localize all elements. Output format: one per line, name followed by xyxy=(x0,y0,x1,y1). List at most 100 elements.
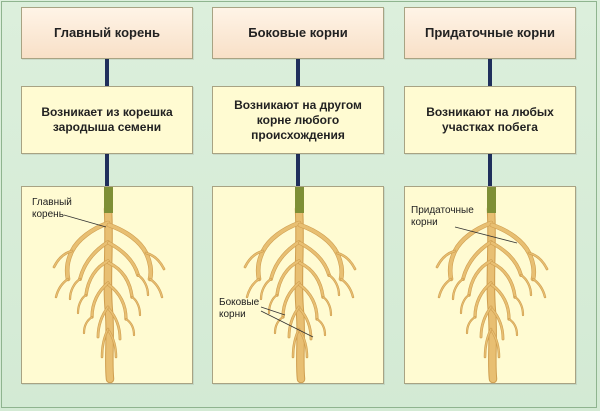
branch-root xyxy=(268,294,278,314)
branch-root xyxy=(528,252,548,270)
description-text: Возникает из корешка зародыша семени xyxy=(41,105,173,134)
branch-root xyxy=(298,241,331,277)
branch-root xyxy=(131,296,141,316)
branch-root xyxy=(322,296,332,316)
connector-line xyxy=(105,154,109,186)
branch-root xyxy=(269,240,301,281)
branch-root xyxy=(508,318,518,336)
main-root xyxy=(487,205,497,383)
branch-root xyxy=(491,330,500,358)
branch-root xyxy=(282,282,300,318)
branch-root-outline xyxy=(107,241,140,277)
stem xyxy=(104,187,113,213)
branch-root xyxy=(452,278,464,300)
branch-root-outline xyxy=(490,241,523,277)
connector-line xyxy=(105,59,109,86)
branch-root xyxy=(108,308,121,340)
branch-root-outline xyxy=(298,241,331,277)
branch-root-outline xyxy=(490,261,517,299)
stem xyxy=(295,187,304,213)
branch-root-outline xyxy=(54,277,70,299)
branch-root xyxy=(244,250,264,268)
branch-root xyxy=(316,318,326,336)
branch-root xyxy=(275,259,301,297)
branch-root xyxy=(246,278,260,298)
branch-root xyxy=(438,278,452,298)
root-system-drawing xyxy=(52,187,166,383)
branch-root xyxy=(491,284,510,320)
description-text: Возникают на любых участках побега xyxy=(426,105,554,134)
connector-line xyxy=(488,59,492,86)
main-root-label: Главный корень xyxy=(32,197,72,220)
branch-root xyxy=(491,308,504,340)
root-illustration: Главный корень xyxy=(21,186,193,384)
branch-root xyxy=(299,284,318,320)
branch-root xyxy=(467,259,493,297)
branch-root xyxy=(436,250,456,268)
branch-root xyxy=(490,261,517,299)
branch-root xyxy=(125,318,135,336)
branch-root xyxy=(97,306,109,338)
branch-root-outline xyxy=(107,261,134,299)
branch-root xyxy=(107,261,134,299)
pointer-line xyxy=(260,306,286,316)
branch-root-outline xyxy=(245,277,261,299)
branch-root xyxy=(274,316,284,334)
connector-line xyxy=(488,154,492,186)
branch-root xyxy=(91,282,109,318)
branch-root-outline xyxy=(531,277,547,299)
branch-root xyxy=(336,252,356,270)
branch-root xyxy=(53,250,73,268)
branch-root xyxy=(260,278,272,300)
column-description: Возникает из корешка зародыша семени xyxy=(21,86,193,154)
root-system-drawing xyxy=(435,187,549,383)
branch-root xyxy=(474,282,492,318)
branch-root xyxy=(520,274,532,296)
branch-root-outline xyxy=(437,277,453,299)
lateral-roots-label: Боковые корни xyxy=(219,297,260,320)
pointer-line xyxy=(63,214,107,228)
connector-line xyxy=(296,59,300,86)
stem xyxy=(487,187,496,213)
branch-root xyxy=(292,328,300,358)
connector-line xyxy=(296,154,300,186)
column-main-root: Главный корень Возникает из корешка заро… xyxy=(21,0,193,411)
branch-root xyxy=(532,278,546,298)
branch-root xyxy=(149,278,163,298)
branch-root xyxy=(55,278,69,298)
branch-root xyxy=(340,278,354,298)
branch-root xyxy=(77,294,87,314)
root-illustration: Придаточные корни xyxy=(404,186,576,384)
column-adventitious-roots: Придаточные корни Возникают на любых уча… xyxy=(404,0,576,411)
branch-root xyxy=(484,328,492,358)
adventitious-roots-label: Придаточные корни xyxy=(411,205,474,228)
branch-root xyxy=(490,241,523,277)
column-lateral-roots: Боковые корни Возникают на другом корне … xyxy=(212,0,384,411)
branch-root xyxy=(461,240,493,281)
branch-root xyxy=(84,259,110,297)
branch-root xyxy=(107,241,140,277)
column-title: Боковые корни xyxy=(212,7,384,59)
pointer-line xyxy=(260,310,314,338)
branch-root xyxy=(108,330,117,358)
branch-root xyxy=(480,306,492,338)
root-system-drawing xyxy=(243,187,357,383)
column-title: Главный корень xyxy=(21,7,193,59)
branch-root xyxy=(108,284,127,320)
branch-root-outline xyxy=(298,261,325,299)
branch-root xyxy=(137,274,149,296)
branch-root xyxy=(460,294,470,314)
column-description: Возникают на любых участках побега xyxy=(404,86,576,154)
description-text: Возникают на другом корне любого происхо… xyxy=(234,97,362,142)
column-title: Придаточные корни xyxy=(404,7,576,59)
branch-root xyxy=(101,328,109,358)
branch-root xyxy=(288,306,300,338)
branch-root-outline xyxy=(339,277,355,299)
main-root xyxy=(295,205,305,383)
pointer-line xyxy=(454,226,518,244)
branch-root xyxy=(514,296,524,316)
branch-root xyxy=(299,330,308,358)
branch-root xyxy=(83,316,93,334)
root-illustration: Боковые корни xyxy=(212,186,384,384)
